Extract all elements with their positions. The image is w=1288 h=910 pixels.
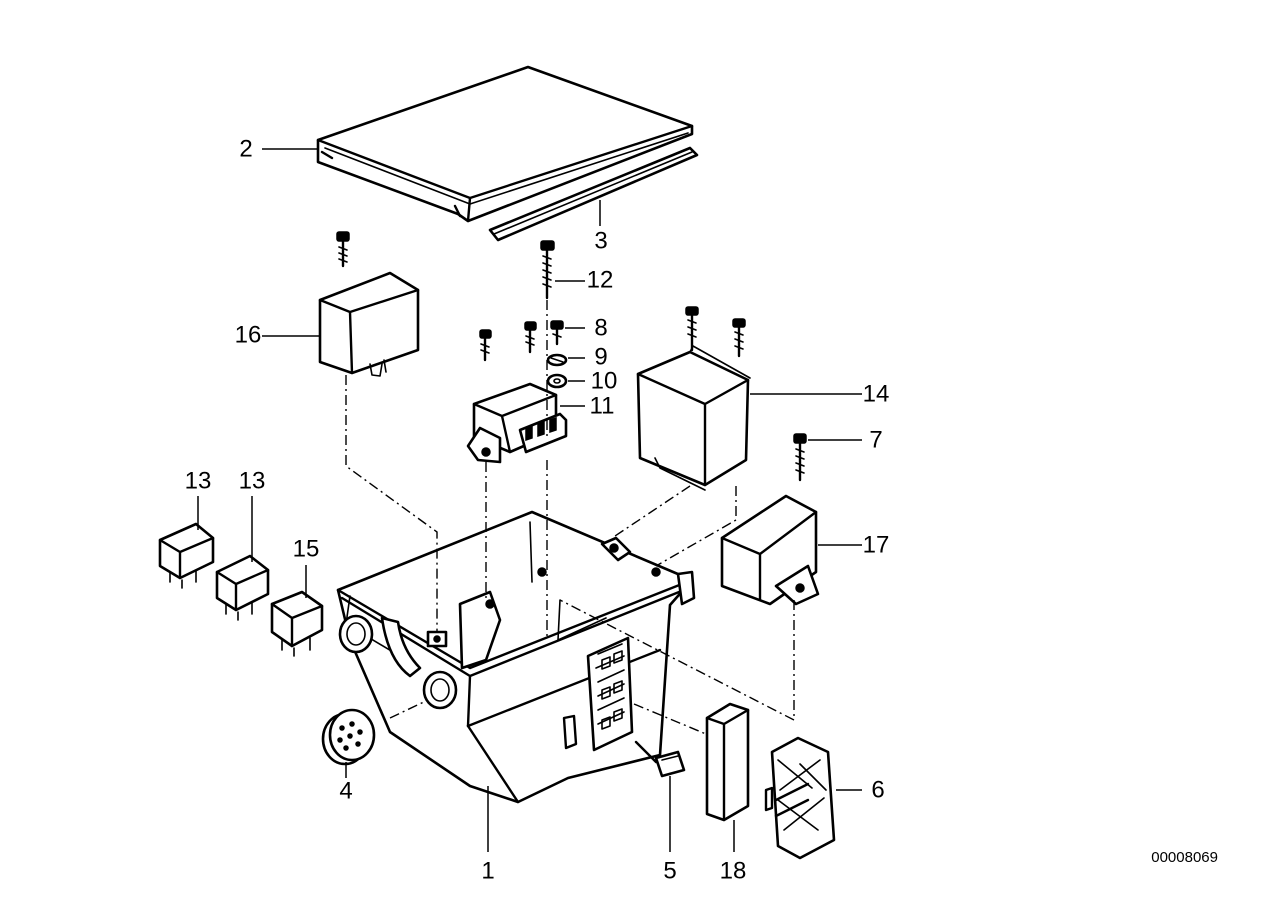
part-label-18: 18 [720, 857, 747, 884]
diagram-reference-number: 00008069 [1151, 849, 1218, 866]
part-label-13a: 13 [185, 467, 212, 494]
cover-lid-part [316, 65, 694, 223]
part-label-13b: 13 [239, 467, 266, 494]
insert-strip-part [705, 702, 750, 822]
part-label-4: 4 [339, 777, 352, 804]
relay-11-part [466, 382, 568, 464]
relay-13a-part [158, 522, 215, 589]
fuse-part [634, 740, 686, 778]
part-label-6: 6 [871, 776, 884, 803]
main-housing-part [336, 510, 696, 804]
part-label-3: 3 [594, 227, 607, 254]
screw-12-part [540, 240, 555, 300]
part-label-10: 10 [591, 367, 618, 394]
control-module-14-part [636, 306, 751, 491]
part-label-12: 12 [587, 266, 614, 293]
part-number-labels: 2 3 12 16 8 9 10 11 14 7 17 13 13 15 4 6… [185, 135, 890, 884]
part-label-11: 11 [590, 392, 615, 419]
screws-11-hardware [479, 321, 537, 362]
part-label-8: 8 [594, 314, 607, 341]
part-label-14: 14 [863, 380, 890, 407]
screw-8-part [550, 320, 564, 346]
relay-13b-part [215, 554, 270, 621]
gasket-strip-part [488, 146, 699, 242]
assembly-lines [345, 300, 795, 735]
part-label-7: 7 [869, 426, 882, 453]
screw-7-part [793, 433, 807, 482]
part-label-1: 1 [481, 857, 494, 884]
part-label-17: 17 [863, 531, 890, 558]
part-label-5: 5 [663, 857, 676, 884]
part-label-9: 9 [594, 343, 607, 370]
leader-lines [197, 148, 862, 852]
part-label-15: 15 [293, 535, 320, 562]
grommet-part [321, 708, 376, 766]
part-label-16: 16 [235, 321, 262, 348]
washer-10-part [546, 373, 568, 389]
relay-15-part [270, 590, 324, 657]
relay-module-16-part [318, 231, 420, 377]
washer-9-part [546, 353, 568, 367]
cover-cap-part [764, 736, 836, 860]
part-label-2: 2 [239, 135, 252, 162]
flasher-unit-17-part [720, 494, 820, 606]
